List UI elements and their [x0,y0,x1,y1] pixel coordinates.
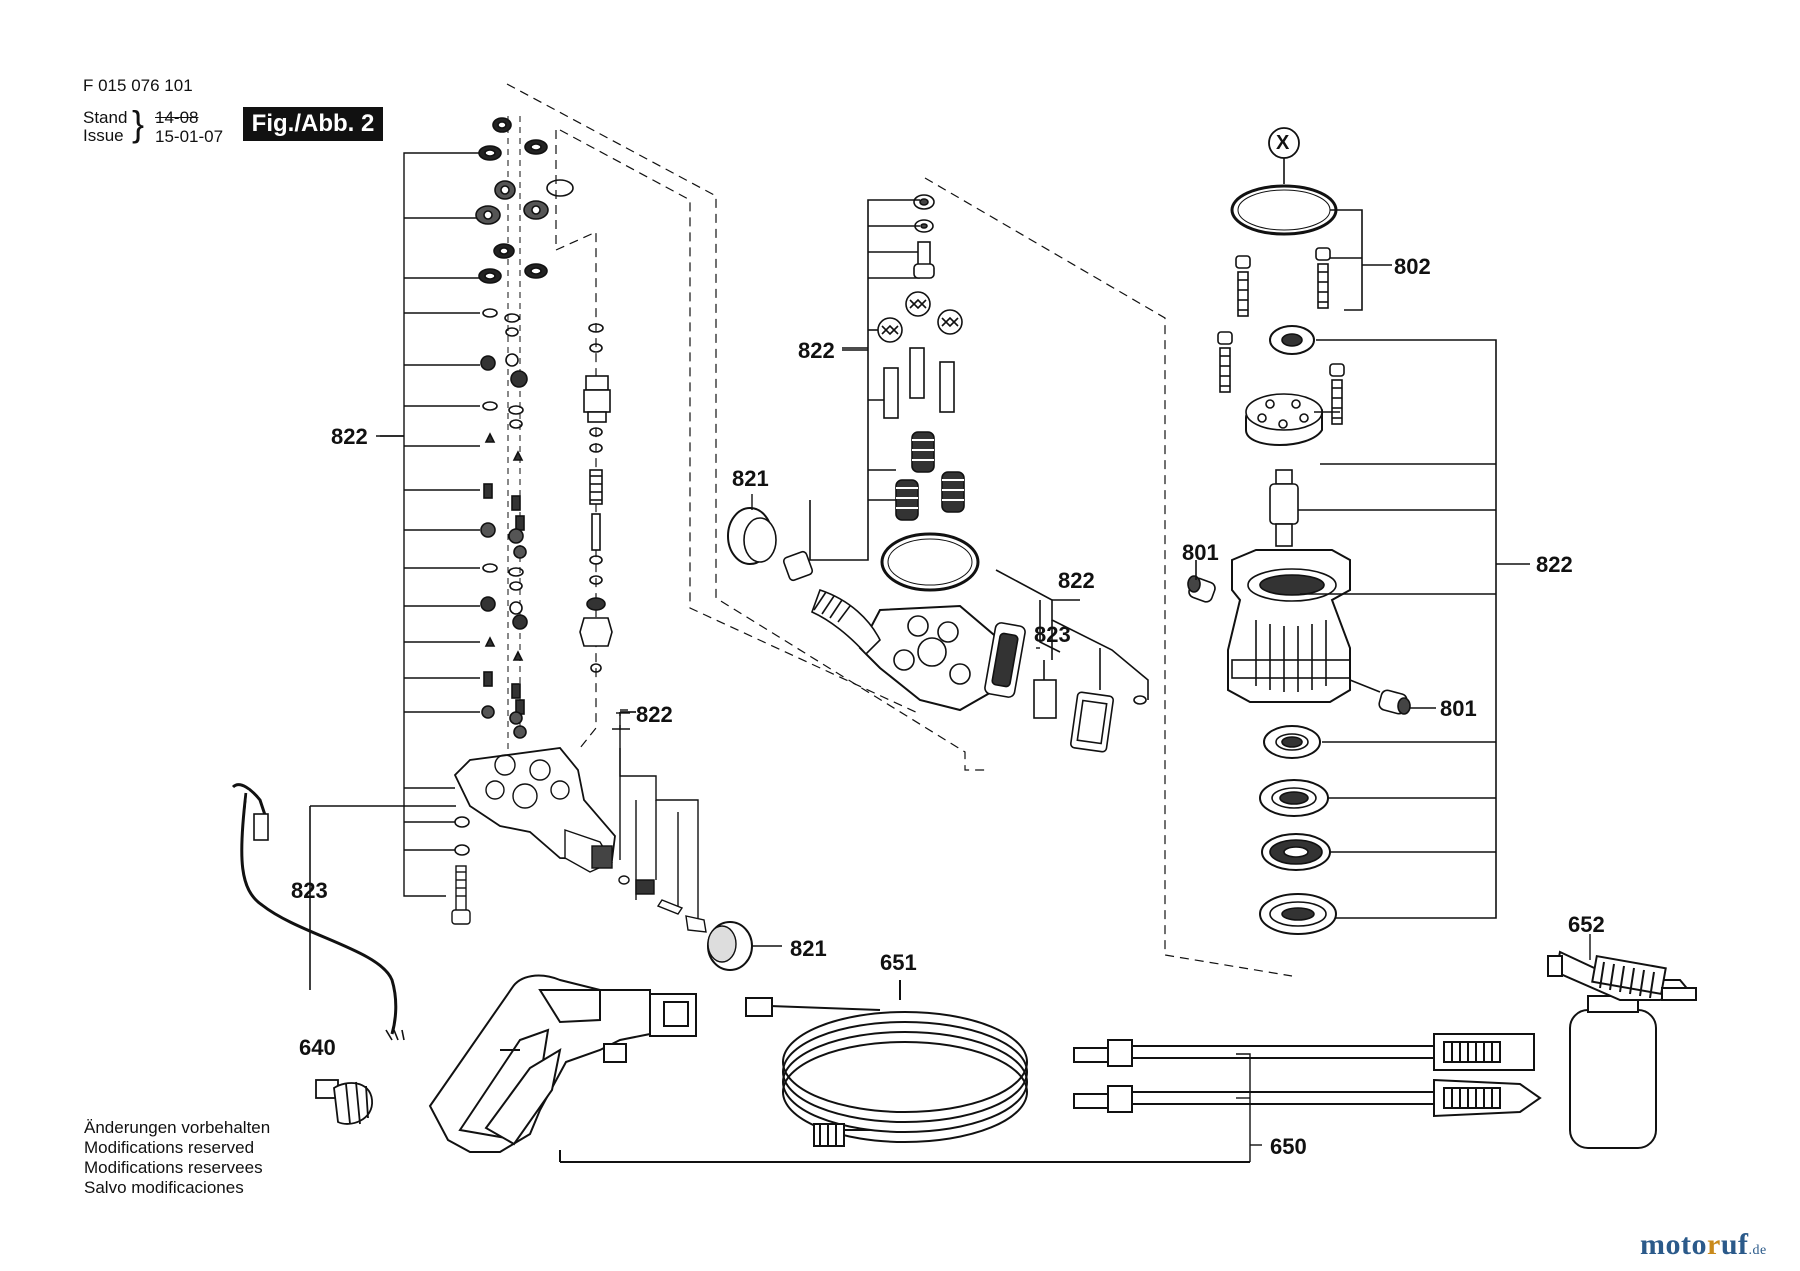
document-number: F 015 076 101 [83,76,193,95]
adapter-640 [315,1079,373,1125]
callout-822-mid-left: 822 [636,702,673,727]
issue-label: Issue [83,126,124,145]
callout-821-center: 821 [732,466,769,491]
foam-bottle-652 [1547,934,1697,1149]
callout-652: 652 [1568,912,1605,937]
stand-label: Stand [83,108,128,127]
note-english: Modifications reserved [84,1138,255,1157]
callout-822-center-top: 822 [798,338,835,363]
left-valve-stack [376,116,753,971]
note-spanish: Salvo modificaciones [84,1178,244,1197]
cable-823 [231,783,456,1041]
callout-801-top: 801 [1182,540,1219,565]
callout-650: 650 [1270,1134,1307,1159]
hose-651 [745,980,1028,1147]
marker-x: X [1276,132,1290,154]
watermark-logo: motoruf.de [1640,1228,1767,1262]
note-german: Änderungen vorbehalten [84,1118,271,1137]
watermark-part-3: uf [1720,1228,1749,1261]
callout-823-left: 823 [291,878,328,903]
assembly-dashed-lines [506,83,1293,977]
callout-823-center: 823 [1034,622,1071,647]
callout-821-mid: 821 [790,936,827,961]
callout-640: 640 [299,1035,336,1060]
callout-651: 651 [880,950,917,975]
note-french: Modifications reservees [84,1158,263,1177]
watermark-part-1: moto [1640,1228,1707,1261]
watermark-part-2: r [1706,1228,1721,1261]
trigger-gun [428,974,1250,1163]
callout-802: 802 [1394,254,1431,279]
stand-old-date: 14-08 [155,108,199,127]
callout-822-left: 822 [331,424,368,449]
callout-822-center-right: 822 [1058,568,1095,593]
lances-650 [1073,1033,1542,1162]
callout-822-right: 822 [1536,552,1573,577]
figure-label: Fig./Abb. 2 [243,107,383,141]
callout-801-bottom: 801 [1440,696,1477,721]
right-motor-assembly [1187,127,1530,935]
issue-date: 15-01-07 [155,127,224,146]
watermark-part-4: .de [1748,1243,1767,1258]
central-head-assembly [727,194,1149,753]
brace-icon: } [132,103,145,144]
modification-notes: Änderungen vorbehalten Modifications res… [84,1118,270,1198]
